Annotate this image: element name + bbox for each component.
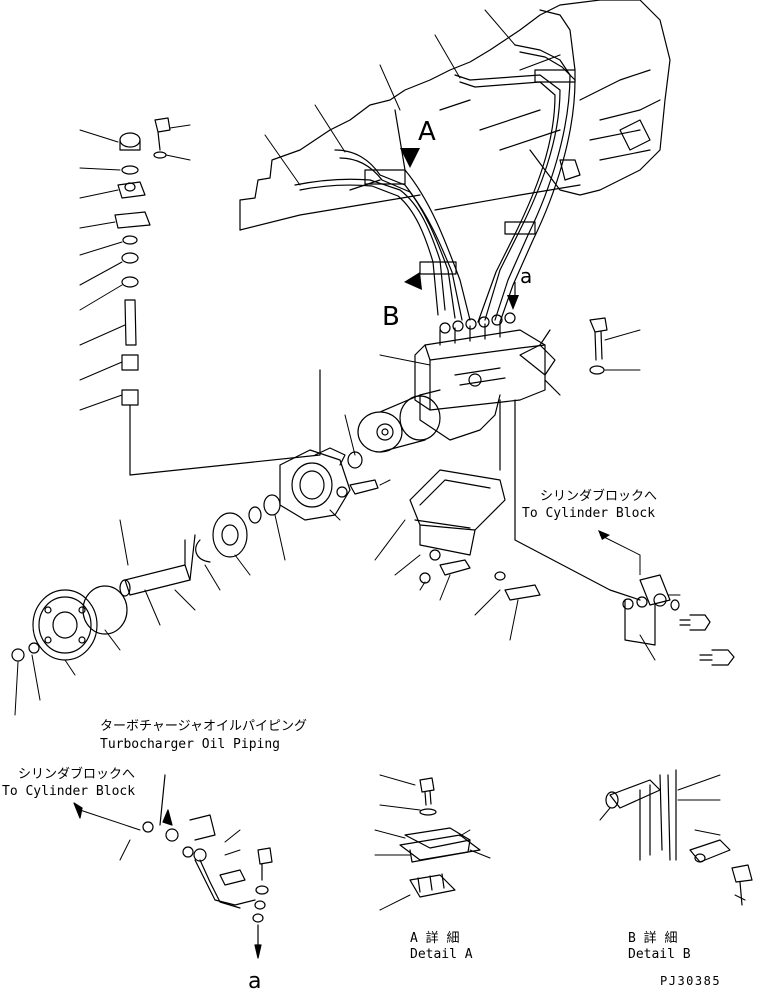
plate-right bbox=[639, 574, 671, 606]
injection-pump bbox=[414, 312, 561, 441]
leader-lines bbox=[14, 9, 681, 716]
label-turbo-jp: ターボチャージャオイルパイピング bbox=[100, 719, 307, 734]
arrow-a-lower bbox=[507, 295, 519, 310]
gear-nut bbox=[11, 648, 25, 662]
pump-bracket bbox=[409, 469, 506, 561]
timer-housing bbox=[357, 394, 441, 453]
callout-a: A bbox=[418, 117, 436, 147]
callout-a-lower: a bbox=[520, 264, 532, 288]
label-detail-b-en: Detail B bbox=[628, 947, 691, 962]
clamp-b bbox=[419, 261, 457, 275]
label-cyl-block-right-en: To Cylinder Block bbox=[522, 506, 655, 521]
turbo-oil-piping bbox=[79, 774, 273, 946]
label-cyl-block-left-jp: シリンダブロックへ bbox=[18, 766, 135, 782]
o-ring bbox=[82, 585, 128, 635]
callout-b: B bbox=[382, 302, 400, 332]
label-detail-b-jp: B 詳 細 bbox=[628, 930, 677, 946]
label-turbo-en: Turbocharger Oil Piping bbox=[100, 737, 280, 752]
label-cyl-block-left-en: To Cylinder Block bbox=[2, 784, 135, 799]
detail-a-drawing bbox=[374, 774, 491, 911]
label-detail-a-jp: A 詳 細 bbox=[410, 930, 459, 946]
nut bbox=[263, 494, 281, 516]
bearing bbox=[212, 512, 248, 558]
detail-b-drawing bbox=[599, 769, 753, 906]
clamp-upper-right bbox=[534, 69, 576, 83]
support-bar bbox=[499, 399, 641, 601]
washer bbox=[248, 506, 262, 524]
drawing-code: PJ30385 bbox=[660, 974, 721, 988]
drive-housing bbox=[279, 447, 351, 521]
arrow-b bbox=[404, 272, 422, 290]
bolt-center-2 bbox=[504, 584, 541, 601]
left-part-stack bbox=[114, 117, 321, 476]
shaft bbox=[124, 564, 191, 596]
engine-block-outline bbox=[239, 0, 671, 231]
bolt-r2 bbox=[699, 649, 735, 666]
callout-a-bottom: a bbox=[248, 969, 261, 989]
clamp-upper-left bbox=[364, 169, 406, 185]
arrow-a bbox=[400, 148, 420, 168]
bolt-r1 bbox=[679, 614, 711, 631]
snap-ring bbox=[195, 539, 211, 563]
label-cyl-block-right-jp: シリンダブロックへ bbox=[540, 488, 657, 504]
injection-lines bbox=[294, 9, 576, 323]
u-pipe bbox=[624, 599, 656, 646]
label-detail-a-en: Detail A bbox=[410, 947, 473, 962]
drive-gear bbox=[32, 589, 98, 661]
clamp-right bbox=[504, 221, 536, 235]
bolt-center-1 bbox=[439, 559, 471, 576]
